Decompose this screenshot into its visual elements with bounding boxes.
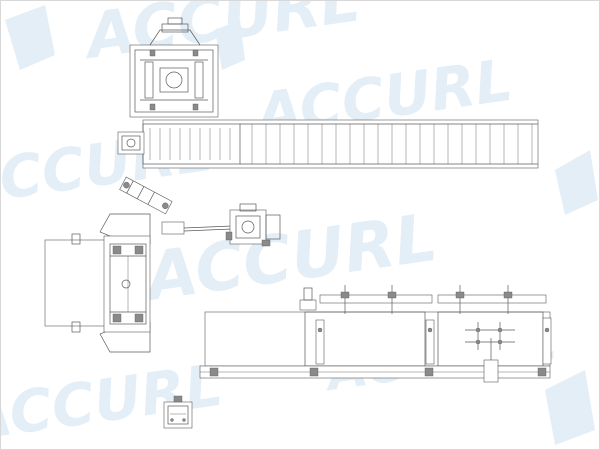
- transfer-roller-conveyor: [117, 119, 539, 169]
- coil-car: [44, 213, 151, 353]
- stacker-arms: [340, 285, 513, 314]
- centre-cross: [465, 322, 515, 350]
- watermark-leaf-2: [555, 150, 598, 215]
- decoiler: [129, 17, 219, 118]
- servo-feeder-unit: [161, 203, 281, 247]
- watermark-bottom-left: ACCURL: [0, 351, 226, 450]
- press-machine-bed: [199, 311, 551, 383]
- control-panel: [163, 395, 193, 429]
- stacking-table: [299, 285, 552, 365]
- leveling-feeder-frame: [119, 176, 173, 215]
- side-brackets: [315, 317, 552, 365]
- conveyor-slats-left: [149, 128, 231, 160]
- watermark-leaf-3: [545, 370, 595, 445]
- conveyor-rollers: [251, 124, 533, 164]
- watermark-leaf-1: [5, 5, 55, 70]
- watermark-leaf-4: [215, 20, 245, 70]
